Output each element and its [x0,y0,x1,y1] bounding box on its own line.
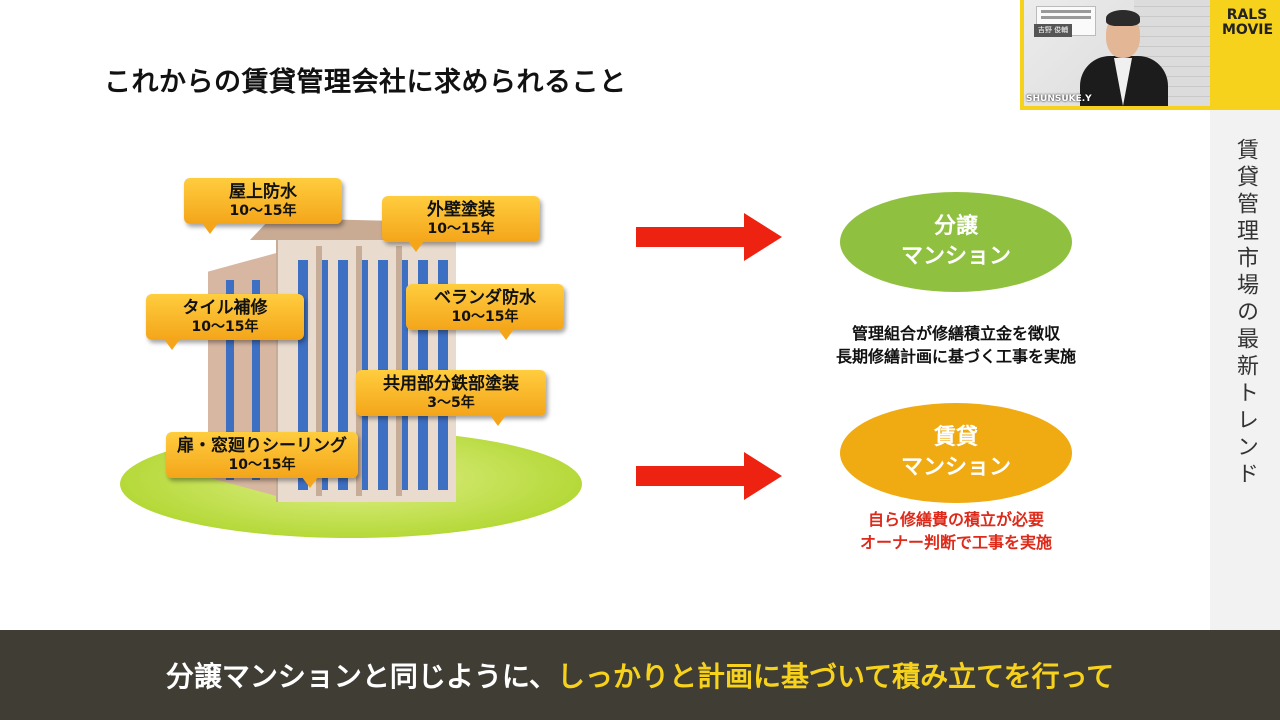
rals-movie-logo: RALS MOVIE [1222,7,1274,38]
slide-title: これからの賃貸管理会社に求められること [104,67,627,98]
building-pillar [316,246,322,496]
description-line: オーナー判断で工事を実施 [859,533,1052,552]
repair-bubble-veranda-waterproofing: ベランダ防水 10〜15年 [406,284,564,340]
speaker-nameplate: 吉野 俊輔 [1034,24,1072,37]
right-arrow-icon [636,452,786,500]
repair-bubble-steel-painting: 共用部分鉄部塗装 3〜5年 [356,370,546,426]
repair-years: 10〜15年 [451,309,519,325]
repair-name: 外壁塗装 [427,200,495,220]
section-side-band: 賃貸管理市場の最新トレンド [1210,110,1280,630]
repair-name: 扉・窓廻りシーリング [177,436,347,456]
repair-bubble-roof-waterproofing: 屋上防水 10〜15年 [184,178,342,234]
repair-name: 屋上防水 [229,182,297,202]
repair-bubble-exterior-painting: 外壁塗装 10〜15年 [382,196,540,252]
repair-years: 3〜5年 [427,395,475,411]
repair-name: タイル補修 [182,298,268,318]
rental-apartment-description: 自ら修繕費の積立が必要 オーナー判断で工事を実施 [796,508,1116,554]
rental-apartment-oval: 賃貸 マンション [840,403,1072,503]
repair-name: ベランダ防水 [434,288,536,308]
description-line: 管理組合が修繕積立金を徴収 [851,324,1060,343]
repair-years: 10〜15年 [229,203,297,219]
oval-line1: 分譲 [933,214,978,239]
logo-line: MOVIE [1222,22,1274,38]
repair-bubble-sealing: 扉・窓廻りシーリング 10〜15年 [166,432,358,488]
repair-name: 共用部分鉄部塗装 [383,374,519,394]
speaker-caption: SHUNSUKE.Y [1026,94,1092,104]
repair-years: 10〜15年 [427,221,495,237]
speaker-hair [1106,10,1140,26]
subtitle-text: 分譲マンションと同じように、 [165,660,557,693]
oval-line1: 賃貸 [933,425,978,450]
subtitle-highlight: しっかりと計画に基づいて積み立てを行って [556,660,1115,693]
oval-line2: マンション [900,244,1011,269]
logo-line: RALS [1226,7,1268,23]
section-label: 賃貸管理市場の最新トレンド [1233,138,1258,489]
repair-years: 10〜15年 [228,457,296,473]
webcam-video: 吉野 俊輔 SHUNSUKE.Y [1024,0,1210,106]
subtitle-bar: 分譲マンションと同じように、 しっかりと計画に基づいて積み立てを行って [0,630,1280,720]
description-line: 長期修繕計画に基づく工事を実施 [835,347,1076,366]
repair-years: 10〜15年 [191,319,259,335]
oval-line2: マンション [900,455,1011,480]
repair-bubble-tile-repair: タイル補修 10〜15年 [146,294,304,350]
right-arrow-icon [636,213,786,261]
building-illustration: 屋上防水 10〜15年 外壁塗装 10〜15年 タイル補修 10〜15年 ベラン… [100,160,600,550]
condominium-oval: 分譲 マンション [840,192,1072,292]
condominium-description: 管理組合が修繕積立金を徴収 長期修繕計画に基づく工事を実施 [796,322,1116,368]
description-line: 自ら修繕費の積立が必要 [867,510,1044,529]
